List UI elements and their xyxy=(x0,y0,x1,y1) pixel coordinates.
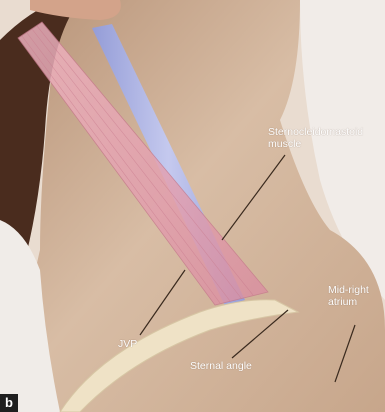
label-atrium-line2: atrium xyxy=(328,296,369,308)
label-sternocleidomastoid-line2: muscle xyxy=(268,138,363,150)
panel-letter: b xyxy=(0,394,18,412)
label-atrium-line1: Mid-right xyxy=(328,284,369,296)
label-mid-right-atrium: Mid-right atrium xyxy=(328,284,369,308)
label-sternocleidomastoid-line1: Sternocleidomastoid xyxy=(268,126,363,138)
label-sternocleidomastoid: Sternocleidomastoid muscle xyxy=(268,126,363,150)
label-sternal-angle: Sternal angle xyxy=(190,360,252,372)
label-jvp: JVP xyxy=(118,338,137,350)
